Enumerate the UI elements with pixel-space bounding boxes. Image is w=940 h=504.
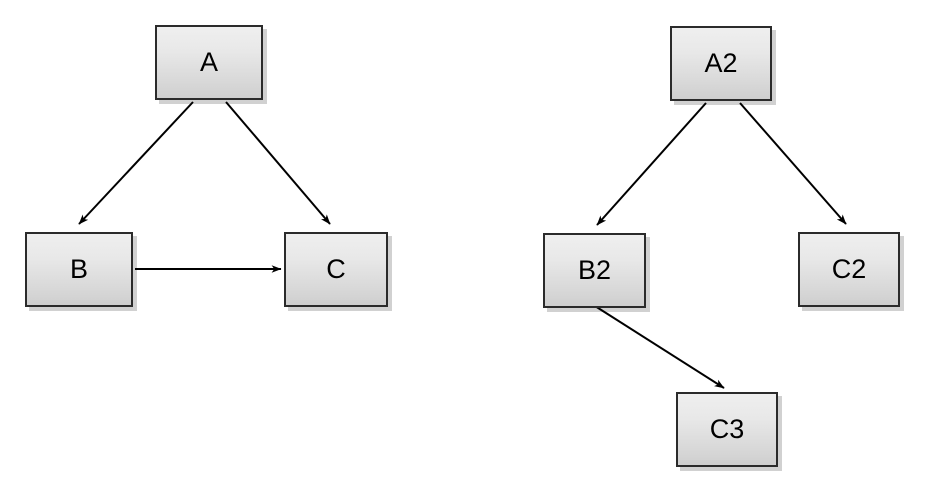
node-B[interactable]: B bbox=[25, 232, 133, 307]
node-C3-label: C3 bbox=[709, 414, 745, 444]
node-B-label: B bbox=[69, 254, 88, 284]
node-A-label: A bbox=[199, 47, 218, 77]
edge-A-to-C bbox=[225, 101, 331, 225]
node-B2[interactable]: B2 bbox=[543, 233, 646, 308]
node-C3[interactable]: C3 bbox=[676, 392, 778, 467]
edge-A2-to-B2 bbox=[596, 102, 707, 226]
node-A2-label: A2 bbox=[704, 48, 738, 78]
node-C2-label: C2 bbox=[831, 254, 867, 284]
node-B2-label: B2 bbox=[577, 255, 612, 285]
node-A2[interactable]: A2 bbox=[670, 26, 772, 101]
node-C2[interactable]: C2 bbox=[798, 232, 900, 307]
node-A[interactable]: A bbox=[155, 25, 263, 100]
node-C-label: C bbox=[326, 254, 346, 284]
edge-B2-to-C3 bbox=[594, 305, 725, 389]
edge-A-to-B bbox=[78, 101, 194, 225]
node-C[interactable]: C bbox=[284, 232, 388, 307]
edge-A2-to-C2 bbox=[739, 102, 847, 225]
